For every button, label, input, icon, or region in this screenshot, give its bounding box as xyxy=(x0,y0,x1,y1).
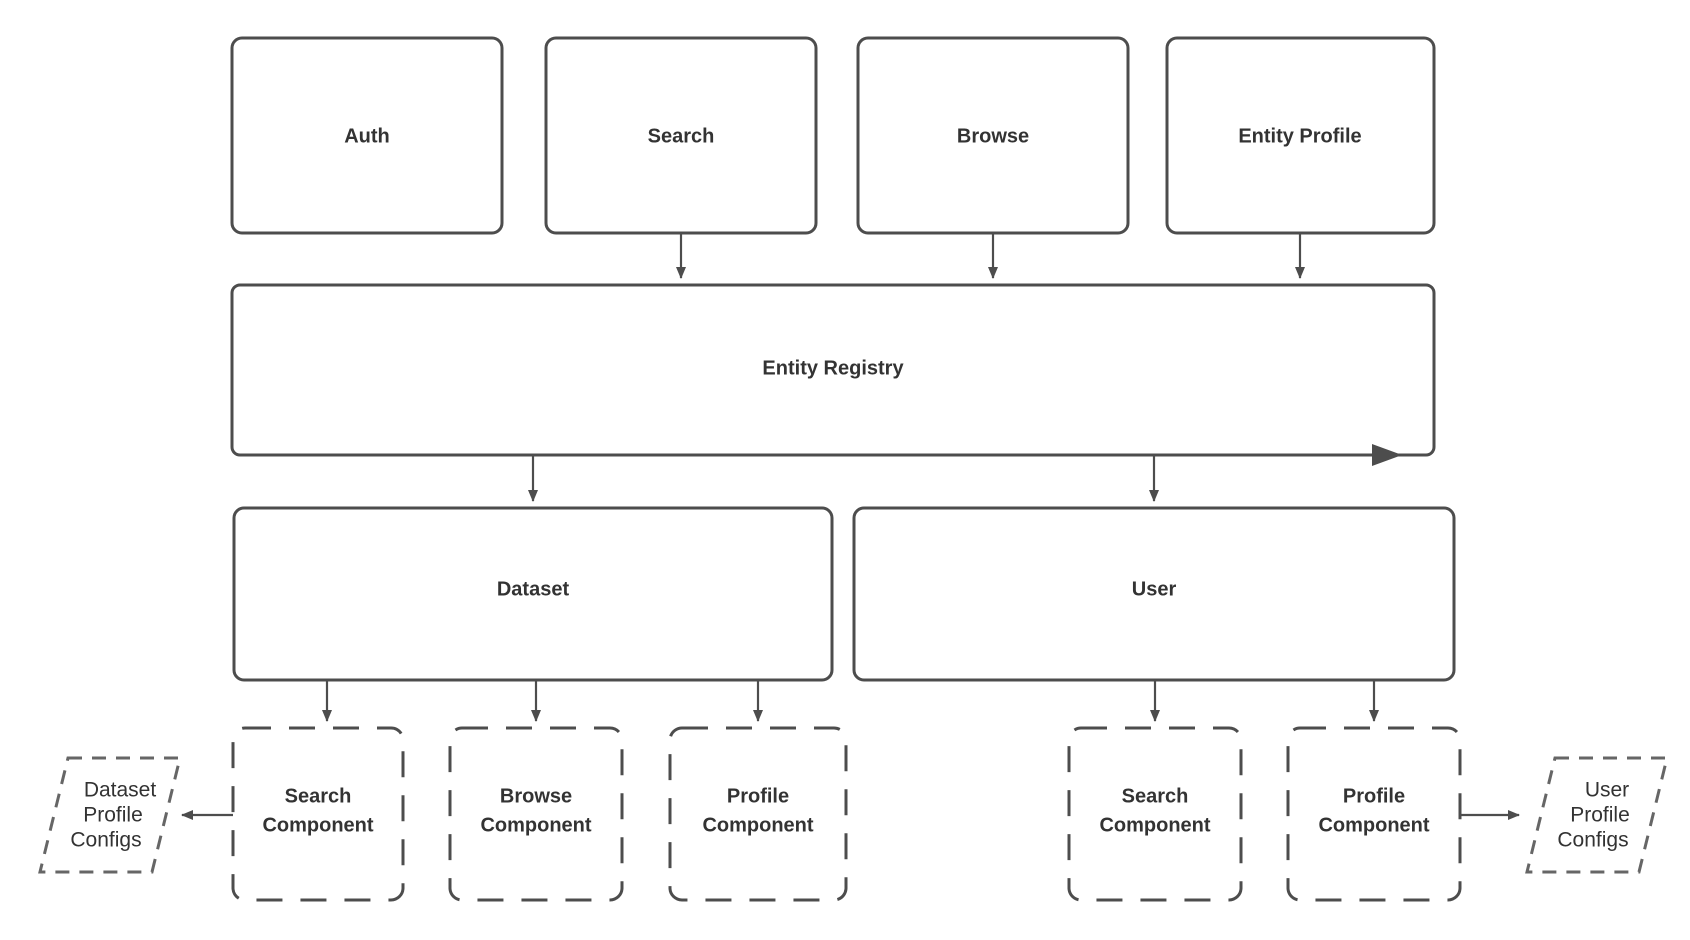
node-browse[interactable]: Browse xyxy=(856,36,1130,235)
node-user-profile-configs-label-line1: User xyxy=(1585,779,1629,802)
node-user-profile-component-label-line1: Profile xyxy=(1343,785,1405,807)
node-dataset-profile-configs-label-line3: Configs xyxy=(70,829,141,852)
node-entity-registry-shape xyxy=(230,283,1436,457)
node-user-profile-component-label-line2: Component xyxy=(1318,814,1429,836)
node-dataset-profile-component-label-line2: Component xyxy=(702,814,813,836)
node-user-profile-configs-label-line3: Configs xyxy=(1557,829,1628,852)
node-search-label: Search xyxy=(648,125,715,147)
node-dataset-search-component-shape xyxy=(231,726,405,902)
node-user-search-component[interactable]: Search Component xyxy=(1067,726,1243,902)
node-browse-label: Browse xyxy=(957,125,1029,147)
node-dataset[interactable]: Dataset xyxy=(232,506,834,682)
edge-registry-right-arrowhead xyxy=(1372,444,1402,466)
node-user-profile-configs-shape xyxy=(1525,756,1669,874)
node-user-profile-configs[interactable]: User Profile Configs xyxy=(1525,756,1669,874)
node-user[interactable]: User xyxy=(852,506,1456,682)
node-auth-label: Auth xyxy=(344,125,390,147)
node-dataset-profile-configs-label-line2: Profile xyxy=(83,804,143,827)
node-search[interactable]: Search xyxy=(544,36,818,235)
node-dataset-browse-component[interactable]: Browse Component xyxy=(448,726,624,902)
node-dataset-browse-component-shape xyxy=(448,726,624,902)
node-auth[interactable]: Auth xyxy=(230,36,504,235)
node-dataset-profile-component-shape xyxy=(668,726,848,902)
node-dataset-browse-component-label-line2: Component xyxy=(480,814,591,836)
node-dataset-profile-configs-shape xyxy=(38,756,182,874)
node-dataset-browse-component-label-line1: Browse xyxy=(500,785,572,807)
node-user-profile-component[interactable]: Profile Component xyxy=(1286,726,1462,902)
node-dataset-label: Dataset xyxy=(497,578,570,600)
node-dataset-search-component[interactable]: Search Component xyxy=(231,726,405,902)
node-user-label: User xyxy=(1132,578,1177,600)
node-entity-registry[interactable]: Entity Registry xyxy=(230,283,1436,457)
node-user-search-component-label-line1: Search xyxy=(1122,785,1189,807)
node-dataset-search-component-label-line2: Component xyxy=(262,814,373,836)
node-entity-profile-label: Entity Profile xyxy=(1238,125,1361,147)
node-user-search-component-shape xyxy=(1067,726,1243,902)
node-dataset-profile-component-label-line1: Profile xyxy=(727,785,789,807)
node-auth-shape xyxy=(230,36,504,235)
node-dataset-shape xyxy=(232,506,834,682)
node-entity-registry-label: Entity Registry xyxy=(762,357,904,379)
node-user-profile-configs-label-line2: Profile xyxy=(1570,804,1630,827)
node-entity-profile[interactable]: Entity Profile xyxy=(1165,36,1436,235)
node-user-search-component-label-line2: Component xyxy=(1099,814,1210,836)
node-dataset-profile-component[interactable]: Profile Component xyxy=(668,726,848,902)
node-dataset-profile-configs[interactable]: Dataset Profile Configs xyxy=(38,756,182,874)
node-dataset-profile-configs-label-line1: Dataset xyxy=(84,779,157,802)
node-dataset-search-component-label-line1: Search xyxy=(285,785,352,807)
